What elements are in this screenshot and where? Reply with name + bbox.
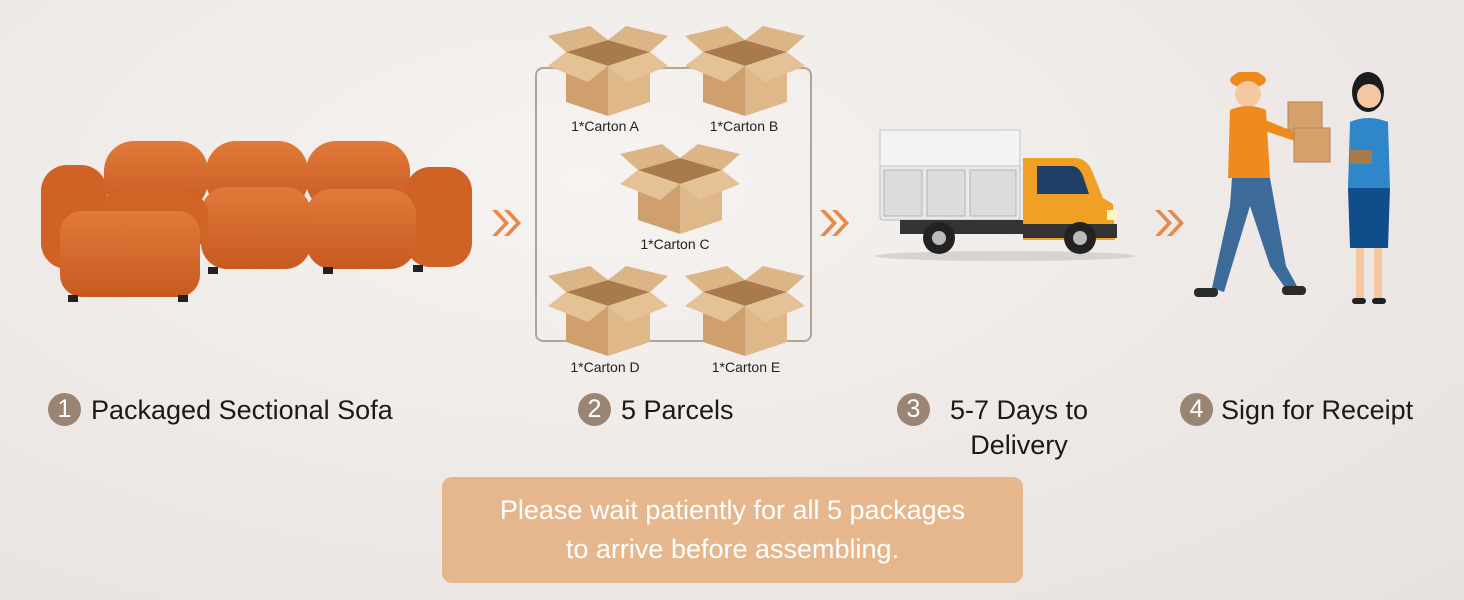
carton-label: 1*Carton E	[711, 359, 781, 375]
step-label: 5 Parcels	[621, 395, 734, 425]
sofa-icon	[41, 141, 472, 302]
carton-box-icon	[548, 26, 668, 116]
carton-label: 1*Carton B	[709, 118, 779, 134]
courier-icon	[1194, 72, 1390, 304]
step-2: 2 5 Parcels	[578, 393, 734, 428]
note-line: to arrive before assembling.	[565, 534, 900, 564]
carton-box-icon	[685, 266, 805, 356]
step-label: Packaged Sectional Sofa	[91, 395, 393, 425]
step-3: 3 5-7 Days to Delivery	[897, 393, 1088, 463]
assembly-note: Please wait patiently for all 5 packages…	[442, 477, 1023, 583]
note-line: Please wait patiently for all 5 packages	[499, 495, 966, 525]
step-1: 1 Packaged Sectional Sofa	[48, 393, 393, 428]
step-number-badge: 2	[578, 393, 611, 426]
carton-label: 1*Carton A	[571, 118, 639, 134]
carton-label: 1*Carton C	[640, 236, 710, 252]
step-number-badge: 4	[1180, 393, 1213, 426]
chevron-right-icon	[492, 210, 521, 236]
step-number-badge: 3	[897, 393, 930, 426]
truck-icon	[875, 129, 1135, 261]
step-label: Sign for Receipt	[1221, 395, 1414, 425]
chevron-right-icon	[820, 210, 849, 236]
parcels-frame	[535, 67, 812, 342]
carton-box-icon	[620, 144, 740, 234]
step-label-line: 5-7 Days to	[950, 395, 1089, 425]
step-label-line: Delivery	[970, 430, 1068, 460]
step-4: 4 Sign for Receipt	[1180, 393, 1413, 428]
carton-label: 1*Carton D	[570, 359, 640, 375]
carton-box-icon	[548, 266, 668, 356]
step-number-badge: 1	[48, 393, 81, 426]
step-label: 5-7 Days to Delivery	[950, 393, 1088, 463]
carton-box-icon	[685, 26, 805, 116]
chevron-right-icon	[1155, 210, 1184, 236]
